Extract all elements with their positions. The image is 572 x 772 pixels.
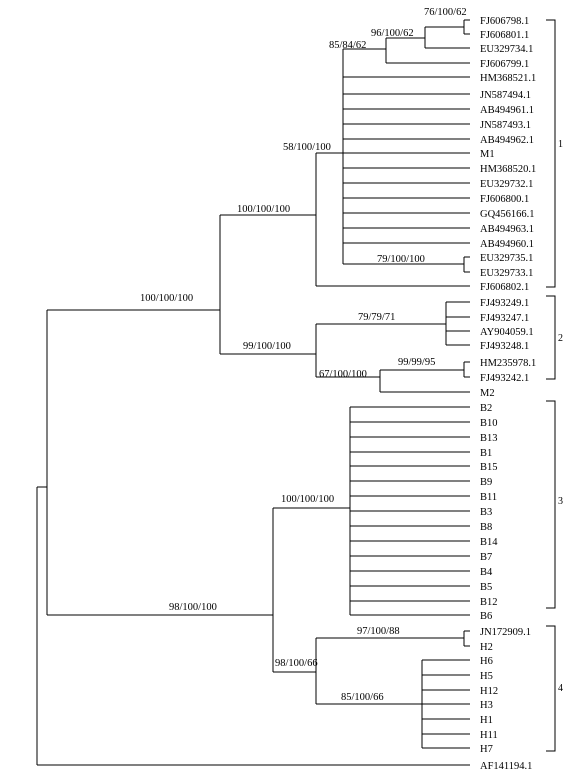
taxon-label: FJ606799.1: [480, 59, 529, 70]
taxon-label: JN587494.1: [480, 90, 531, 101]
support-value: 100/100/100: [140, 293, 193, 304]
taxon-label: H7: [480, 744, 493, 755]
taxon-label: JN587493.1: [480, 120, 531, 131]
taxon-label: H6: [480, 656, 493, 667]
taxon-label: HM235978.1: [480, 358, 536, 369]
taxon-label: EU329733.1: [480, 268, 533, 279]
support-value: 58/100/100: [283, 142, 331, 153]
taxon-label: B9: [480, 477, 492, 488]
taxon-label: H1: [480, 715, 493, 726]
taxon-label: B13: [480, 433, 498, 444]
taxon-label: AB494963.1: [480, 224, 534, 235]
taxon-label: AF141194.1: [480, 761, 532, 772]
clade-label: 1: [558, 139, 563, 150]
clade-label: 4: [558, 683, 563, 694]
taxon-label: B12: [480, 597, 498, 608]
taxon-label: FJ606802.1: [480, 282, 529, 293]
taxon-label: EU329735.1: [480, 253, 533, 264]
taxon-label: H2: [480, 642, 493, 653]
taxon-label: B4: [480, 567, 493, 578]
support-value: 100/100/100: [237, 204, 290, 215]
clade-bracket: [546, 19, 556, 288]
taxon-label: AB494961.1: [480, 105, 534, 116]
taxon-label: M1: [480, 149, 495, 160]
support-value: 98/100/100: [169, 602, 217, 613]
clade-label: 3: [558, 496, 563, 507]
clade-bracket: [546, 295, 556, 380]
taxon-label: GQ456166.1: [480, 209, 535, 220]
taxon-label: FJ493249.1: [480, 298, 529, 309]
taxon-label: B5: [480, 582, 492, 593]
clade-bracket: [546, 400, 556, 609]
taxon-label: EU329732.1: [480, 179, 533, 190]
support-value: 97/100/88: [357, 626, 400, 637]
taxon-label: B2: [480, 403, 492, 414]
taxon-label: JN172909.1: [480, 627, 531, 638]
taxon-label: FJ493248.1: [480, 341, 529, 352]
support-value: 100/100/100: [281, 494, 334, 505]
taxon-label: HM368520.1: [480, 164, 536, 175]
support-value: 76/100/62: [424, 7, 467, 18]
taxon-label: B1: [480, 448, 492, 459]
taxon-label: B6: [480, 611, 492, 622]
support-values: 76/100/62 96/100/62 85/84/62 58/100/100 …: [140, 7, 467, 703]
taxon-label: FJ606801.1: [480, 30, 529, 41]
taxon-label: H3: [480, 700, 493, 711]
support-value: 67/100/100: [319, 369, 367, 380]
taxon-label: FJ493242.1: [480, 373, 529, 384]
support-value: 79/100/100: [377, 254, 425, 265]
support-value: 85/100/66: [341, 692, 384, 703]
clade-brackets: [546, 19, 556, 752]
clade-labels: 1 2 3 4: [558, 139, 563, 694]
taxon-label: B10: [480, 418, 498, 429]
support-value: 98/100/66: [275, 658, 318, 669]
taxon-label: H12: [480, 686, 498, 697]
taxon-label: B14: [480, 537, 498, 548]
support-value: 96/100/62: [371, 28, 414, 39]
taxon-label: AB494960.1: [480, 239, 534, 250]
taxon-label: B11: [480, 492, 497, 503]
support-value: 85/84/62: [329, 40, 366, 51]
taxon-label: AB494962.1: [480, 135, 534, 146]
taxon-label: FJ606800.1: [480, 194, 529, 205]
support-value: 79/79/71: [358, 312, 395, 323]
clade-bracket: [546, 625, 556, 752]
taxon-label: B7: [480, 552, 492, 563]
taxon-labels: FJ606798.1 FJ606801.1 EU329734.1 FJ60679…: [480, 16, 536, 772]
branches: [36, 19, 470, 766]
taxon-label: B8: [480, 522, 492, 533]
support-value: 99/100/100: [243, 341, 291, 352]
taxon-label: H5: [480, 671, 493, 682]
taxon-label: AY904059.1: [480, 327, 534, 338]
taxon-label: H11: [480, 730, 498, 741]
clade-label: 2: [558, 333, 563, 344]
taxon-label: M2: [480, 388, 495, 399]
taxon-label: HM368521.1: [480, 73, 536, 84]
taxon-label: EU329734.1: [480, 44, 533, 55]
taxon-label: B3: [480, 507, 492, 518]
taxon-label: FJ606798.1: [480, 16, 529, 27]
taxon-label: B15: [480, 462, 498, 473]
support-value: 99/99/95: [398, 357, 435, 368]
taxon-label: FJ493247.1: [480, 313, 529, 324]
